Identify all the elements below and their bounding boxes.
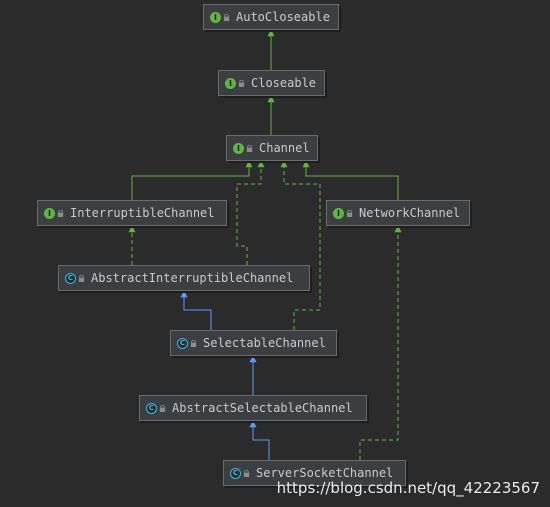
node-label: ServerSocketChannel (256, 466, 394, 480)
lock-icon (190, 339, 197, 347)
interface-icon: I (233, 142, 244, 154)
interface-icon: I (210, 11, 221, 23)
edge-serversocket-networkchannel (359, 225, 402, 460)
lock-icon (78, 274, 85, 282)
node-label: AutoCloseable (236, 10, 330, 24)
node-channel[interactable]: I Channel (226, 135, 318, 161)
abstract-class-icon: C (177, 337, 188, 349)
edge-selectable-channel (280, 160, 321, 330)
node-interruptiblechannel[interactable]: I InterruptibleChannel (37, 200, 227, 226)
node-label: SelectableChannel (203, 336, 326, 350)
abstract-class-icon: C (146, 402, 157, 414)
node-serversocketchannel[interactable]: C ServerSocketChannel (223, 460, 406, 486)
edge-abstractinterruptible-channel (236, 160, 265, 265)
edge-interruptiblechannel-channel (131, 160, 253, 200)
interface-icon: I (44, 207, 55, 219)
node-label: Closeable (251, 76, 317, 90)
lock-icon (223, 13, 230, 21)
node-autocloseable[interactable]: I AutoCloseable (203, 4, 339, 30)
node-label: AbstractInterruptibleChannel (91, 271, 294, 285)
abstract-class-icon: C (230, 467, 241, 479)
lock-icon (243, 469, 250, 477)
lock-icon (346, 209, 353, 217)
watermark: https://blog.csdn.net/qq_42223567 (276, 479, 540, 497)
lock-icon (238, 79, 245, 87)
interface-icon: I (225, 77, 236, 89)
node-abstractselectablechannel[interactable]: C AbstractSelectableChannel (139, 395, 367, 421)
node-networkchannel[interactable]: I NetworkChannel (326, 200, 470, 226)
node-label: NetworkChannel (359, 206, 461, 220)
abstract-class-icon: C (65, 272, 76, 284)
node-label: AbstractSelectableChannel (172, 401, 353, 415)
node-closeable[interactable]: I Closeable (218, 70, 325, 96)
node-selectablechannel[interactable]: C SelectableChannel (170, 330, 337, 356)
edge-networkchannel-channel (302, 160, 399, 200)
node-label: Channel (259, 141, 310, 155)
interface-icon: I (333, 207, 344, 219)
lock-icon (246, 144, 253, 152)
lock-icon (159, 404, 166, 412)
edge-serversocket-abstractselectable (249, 420, 270, 460)
lock-icon (57, 209, 64, 217)
node-label: InterruptibleChannel (70, 206, 215, 220)
edge-selectable-abstractinterruptible (180, 290, 212, 330)
node-abstractinterruptiblechannel[interactable]: C AbstractInterruptibleChannel (58, 265, 310, 291)
